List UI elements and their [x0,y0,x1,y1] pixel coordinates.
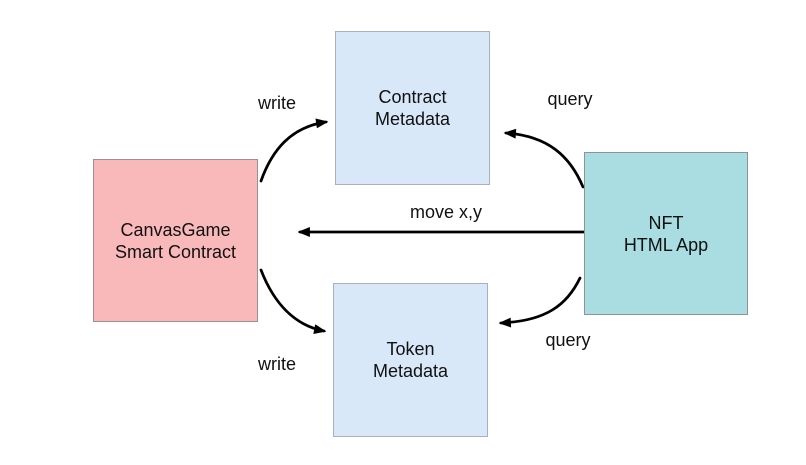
node-nft-html-app: NFT HTML App [584,152,748,315]
arrow-query-to-contract-metadata [503,128,585,189]
node-label-line: CanvasGame [120,219,231,240]
node-contract-metadata: Contract Metadata [335,31,490,185]
arrow-query-to-token-metadata [498,276,582,328]
edge-label-move-xy: move x,y [409,202,483,222]
node-label-line: Token [386,339,435,359]
edge-label-write-top: write [257,93,297,113]
node-label-line: NFT [648,212,684,233]
node-label-line: Metadata [374,109,451,129]
edge-label-query-bottom: query [545,330,591,350]
edge-label-write-bottom: write [257,354,297,374]
node-canvasgame-smart-contract: CanvasGame Smart Contract [93,159,258,322]
arrow-write-to-contract-metadata [259,118,329,183]
node-token-metadata: Token Metadata [333,283,488,437]
node-label-line: Metadata [372,361,449,381]
edge-label-query-top: query [547,89,593,109]
node-label-line: Smart Contract [114,241,237,262]
arrow-write-to-token-metadata [259,268,327,334]
node-label-line: Contract [378,87,447,107]
node-label-line: HTML App [623,234,709,255]
